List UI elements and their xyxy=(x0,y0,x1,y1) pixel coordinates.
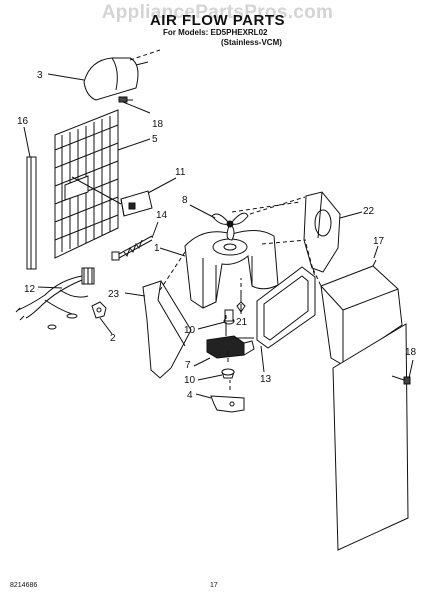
part-foam-strip xyxy=(26,156,37,270)
callout-18-top: 18 xyxy=(152,119,164,130)
callout-13: 13 xyxy=(260,374,272,385)
watermark: AppliancePartsPros.com xyxy=(101,2,334,23)
leader-7 xyxy=(193,357,211,367)
leader-18-top xyxy=(122,101,151,114)
callout-23: 23 xyxy=(108,289,120,300)
part-heater-rod xyxy=(111,235,153,261)
part-gasket-frame xyxy=(256,266,316,349)
callout-labels: 3 18 16 5 11 8 14 22 1 17 12 23 21 10 2 … xyxy=(17,70,417,401)
part-fan-shroud xyxy=(184,230,279,309)
assembly-lines xyxy=(129,49,322,390)
part-connector xyxy=(91,301,107,319)
callout-17: 17 xyxy=(373,236,385,247)
leader-16 xyxy=(23,126,31,158)
part-screw-top xyxy=(118,96,133,103)
leader-11b xyxy=(147,177,177,194)
part-side-foam xyxy=(142,280,192,379)
callout-18-right: 18 xyxy=(405,347,417,358)
leader-4 xyxy=(99,317,113,335)
part-motor-bracket xyxy=(210,395,245,413)
callout-7: 7 xyxy=(185,360,191,371)
leader-12 xyxy=(37,286,63,289)
leader-2 xyxy=(195,393,212,399)
part-fan-motor xyxy=(206,326,255,359)
callout-11: 11 xyxy=(175,167,186,178)
callout-5: 5 xyxy=(152,134,158,145)
leader-10-lower xyxy=(197,374,223,381)
part-thermistor xyxy=(120,190,153,217)
part-duct-oval xyxy=(303,191,341,273)
part-duct-cover xyxy=(83,57,149,101)
part-grommet-upper xyxy=(223,309,235,325)
callout-12: 12 xyxy=(24,284,36,295)
leader-3 xyxy=(47,73,85,81)
leader-22 xyxy=(339,211,363,219)
leader-17 xyxy=(373,245,379,259)
part-rear-panel xyxy=(320,259,409,551)
callout-3: 3 xyxy=(37,70,43,81)
callout-21: 21 xyxy=(236,317,248,328)
callout-16: 16 xyxy=(17,116,29,127)
leader-18-right xyxy=(408,359,414,379)
leader-23 xyxy=(124,292,146,297)
part-screw-right xyxy=(391,375,411,385)
model-info: For Models: ED5PHEXRL02 (Stainless-VCM) xyxy=(163,28,303,48)
document-number: 8214686 xyxy=(10,582,38,589)
leader-14 xyxy=(151,221,159,239)
callout-2: 4 xyxy=(187,390,193,401)
leader-5 xyxy=(117,138,151,151)
callout-10-upper: 10 xyxy=(184,325,196,336)
callout-1: 1 xyxy=(154,243,160,254)
page-title: AIR FLOW PARTS xyxy=(149,12,286,29)
part-grommet-lower xyxy=(221,368,235,379)
leader-8 xyxy=(189,204,216,219)
part-fan-blade xyxy=(211,212,249,241)
part-wire-harness xyxy=(15,267,95,330)
callout-14: 14 xyxy=(156,210,168,221)
callout-8: 8 xyxy=(182,195,188,206)
part-evaporator-grid xyxy=(54,109,119,259)
leader-1 xyxy=(159,247,186,257)
page-number: 17 xyxy=(210,582,218,589)
models-line-2: (Stainless-VCM) xyxy=(221,38,282,47)
callout-10-lower: 10 xyxy=(184,375,196,386)
leader-11a xyxy=(71,176,122,205)
callout-22: 22 xyxy=(363,206,375,217)
leader-10-upper xyxy=(197,321,226,330)
models-line-1: For Models: ED5PHEXRL02 xyxy=(163,28,268,37)
leader-13 xyxy=(260,345,265,373)
callout-4: 2 xyxy=(110,333,116,344)
